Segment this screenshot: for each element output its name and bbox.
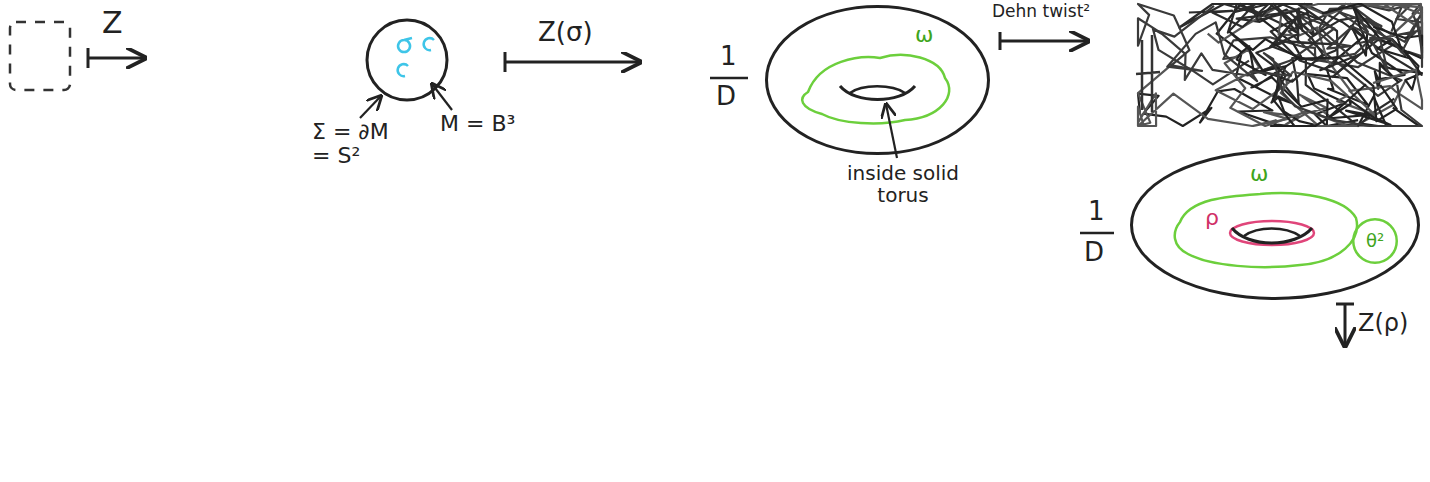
torus-hole [850, 86, 905, 93]
annotation-label: Σ = ∂M = S² [312, 120, 402, 168]
mapsto-arrow [88, 48, 145, 68]
scribble [1136, 4, 1422, 126]
torus-hole [840, 86, 915, 100]
circle-region: θ² [1352, 218, 1398, 264]
scribble-stroke [1138, 4, 1422, 126]
pointer-arrow [432, 84, 452, 110]
circle-outline [765, 5, 990, 155]
symbol-label: ρ [1205, 206, 1219, 230]
annotation-label: 1 [1088, 197, 1105, 226]
annotation-label: M = B³ [440, 112, 515, 136]
annotation-label: D [716, 82, 736, 111]
annotation-label: D [1084, 238, 1104, 267]
rho-loop [1230, 221, 1314, 245]
empty-boundary [10, 22, 70, 90]
pointer-arrow [360, 96, 381, 118]
annotation-label: Dehn twist² [992, 2, 1090, 21]
circle-region: ω [765, 5, 990, 155]
circle-region: ω ρ θ² [1130, 150, 1420, 300]
fraction-bar [710, 77, 748, 80]
anyon-marks [398, 38, 434, 76]
annotation-label: Z [102, 6, 123, 39]
symbol-label: θ² [1366, 231, 1384, 251]
wilson-loop [1175, 193, 1357, 267]
mapsto-arrow [1000, 32, 1088, 50]
annotation-label: inside solid torus [832, 162, 974, 206]
symbol-label: ω [915, 23, 933, 47]
fraction-bar [1080, 232, 1114, 235]
annotation-label: Z(ρ) [1358, 310, 1408, 336]
mapsto-arrow [1336, 304, 1354, 346]
scribble-stroke [1189, 4, 1331, 103]
torus-hole [1232, 228, 1312, 243]
annotation-label: 1 [720, 42, 737, 71]
wilson-loop [802, 55, 949, 123]
symbol-label: ω [1250, 162, 1268, 186]
circle-outline [1130, 150, 1420, 300]
mapsto-arrow [505, 52, 640, 72]
annotation-label: Z(σ) [538, 18, 593, 47]
torus-hole [1244, 229, 1300, 237]
scribble-stroke [1136, 35, 1160, 112]
pointer-arrow [886, 104, 897, 158]
